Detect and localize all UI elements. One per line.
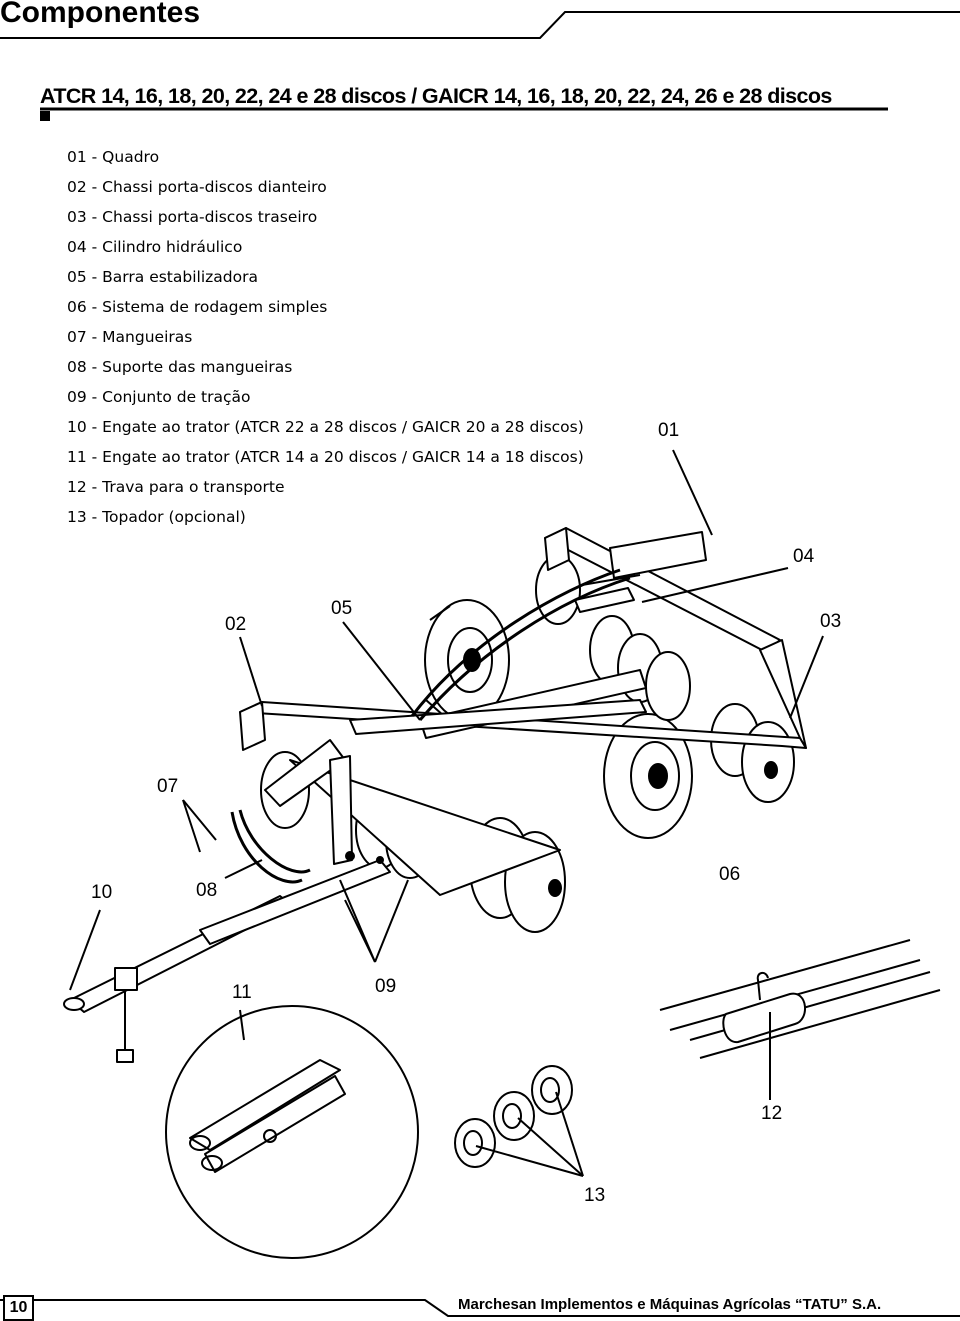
list-item: 12 - Trava para o transporte [67, 478, 285, 496]
list-item: 05 - Barra estabilizadora [67, 268, 258, 286]
list-item: 13 - Topador (opcional) [67, 508, 246, 526]
callout-09: 09 [375, 976, 397, 997]
list-item: 11 - Engate ao trator (ATCR 14 a 20 disc… [67, 448, 584, 466]
callout-06: 06 [719, 864, 741, 885]
detail-11-hitch [165, 1005, 419, 1259]
footer-company: Marchesan Implementos e Máquinas Agrícol… [458, 1296, 882, 1313]
callout-08: 08 [196, 880, 218, 901]
list-item: 10 - Engate ao trator (ATCR 22 a 28 disc… [67, 418, 584, 436]
front-wheel [603, 713, 693, 839]
page-title: Componentes [0, 0, 201, 29]
list-item: 02 - Chassi porta-discos dianteiro [67, 178, 327, 196]
callout-01: 01 [658, 420, 680, 441]
hitch-drawbar [63, 859, 391, 1063]
section-subtitle: ATCR 14, 16, 18, 20, 22, 24 e 28 discos … [40, 84, 832, 108]
detail-13-stop-collars [454, 1065, 573, 1168]
list-item: 07 - Mangueiras [67, 328, 193, 346]
main-frame [239, 527, 807, 896]
callout-03: 03 [820, 611, 842, 632]
callout-02: 02 [225, 614, 247, 635]
callout-07: 07 [157, 776, 179, 797]
page-number: 10 [3, 1295, 34, 1321]
callout-12: 12 [761, 1103, 783, 1124]
list-item: 04 - Cilindro hidráulico [67, 238, 243, 256]
subtitle-bullet-icon [40, 111, 50, 121]
callout-04: 04 [793, 546, 815, 567]
callout-11: 11 [232, 982, 252, 1003]
list-item: 03 - Chassi porta-discos traseiro [67, 208, 318, 226]
detail-12-transport-lock [659, 939, 941, 1059]
traction-assembly [329, 755, 384, 865]
list-item: 09 - Conjunto de tração [67, 388, 251, 406]
callout-13: 13 [584, 1185, 606, 1206]
callout-10: 10 [91, 882, 113, 903]
callout-05: 05 [331, 598, 353, 619]
leader-lines [69, 449, 824, 1177]
parts-list: 01 - Quadro 02 - Chassi porta-discos dia… [67, 145, 584, 535]
list-item: 08 - Suporte das mangueiras [67, 358, 293, 376]
hydraulic-cylinder [230, 568, 641, 884]
list-item: 01 - Quadro [67, 148, 160, 166]
list-item: 06 - Sistema de rodagem simples [67, 298, 328, 316]
